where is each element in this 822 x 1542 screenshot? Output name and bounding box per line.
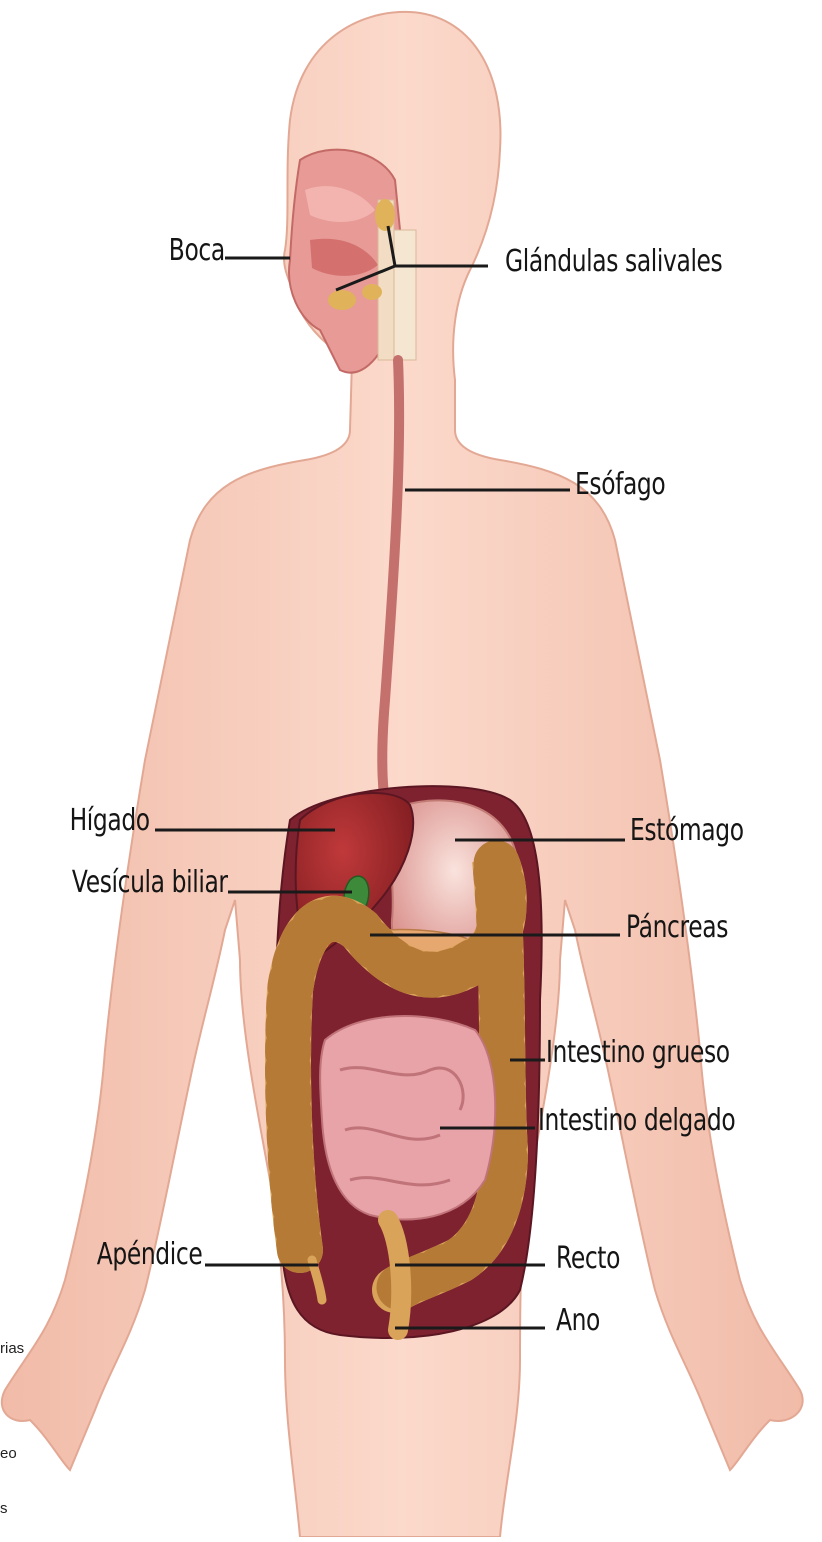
label-apendice: Apéndice: [96, 1240, 202, 1270]
label-glandulas-salivales: Glándulas salivales: [505, 247, 722, 277]
label-intestino-delgado: Intestino delgado: [538, 1106, 735, 1136]
edge-fragment-2: eo: [0, 1445, 17, 1462]
label-pancreas: Páncreas: [626, 913, 728, 943]
label-ano: Ano: [556, 1306, 600, 1336]
label-higado: Hígado: [70, 806, 150, 836]
edge-fragment-3: s: [0, 1500, 8, 1517]
label-estomago: Estómago: [630, 816, 744, 846]
label-boca: Boca: [169, 236, 225, 266]
small-intestine: [320, 1016, 495, 1219]
label-esofago: Esófago: [575, 470, 665, 500]
label-vesicula-biliar: Vesícula biliar: [72, 868, 228, 898]
label-recto: Recto: [556, 1244, 620, 1274]
edge-fragment-1: rias: [0, 1340, 24, 1357]
label-intestino-grueso: Intestino grueso: [546, 1038, 730, 1068]
